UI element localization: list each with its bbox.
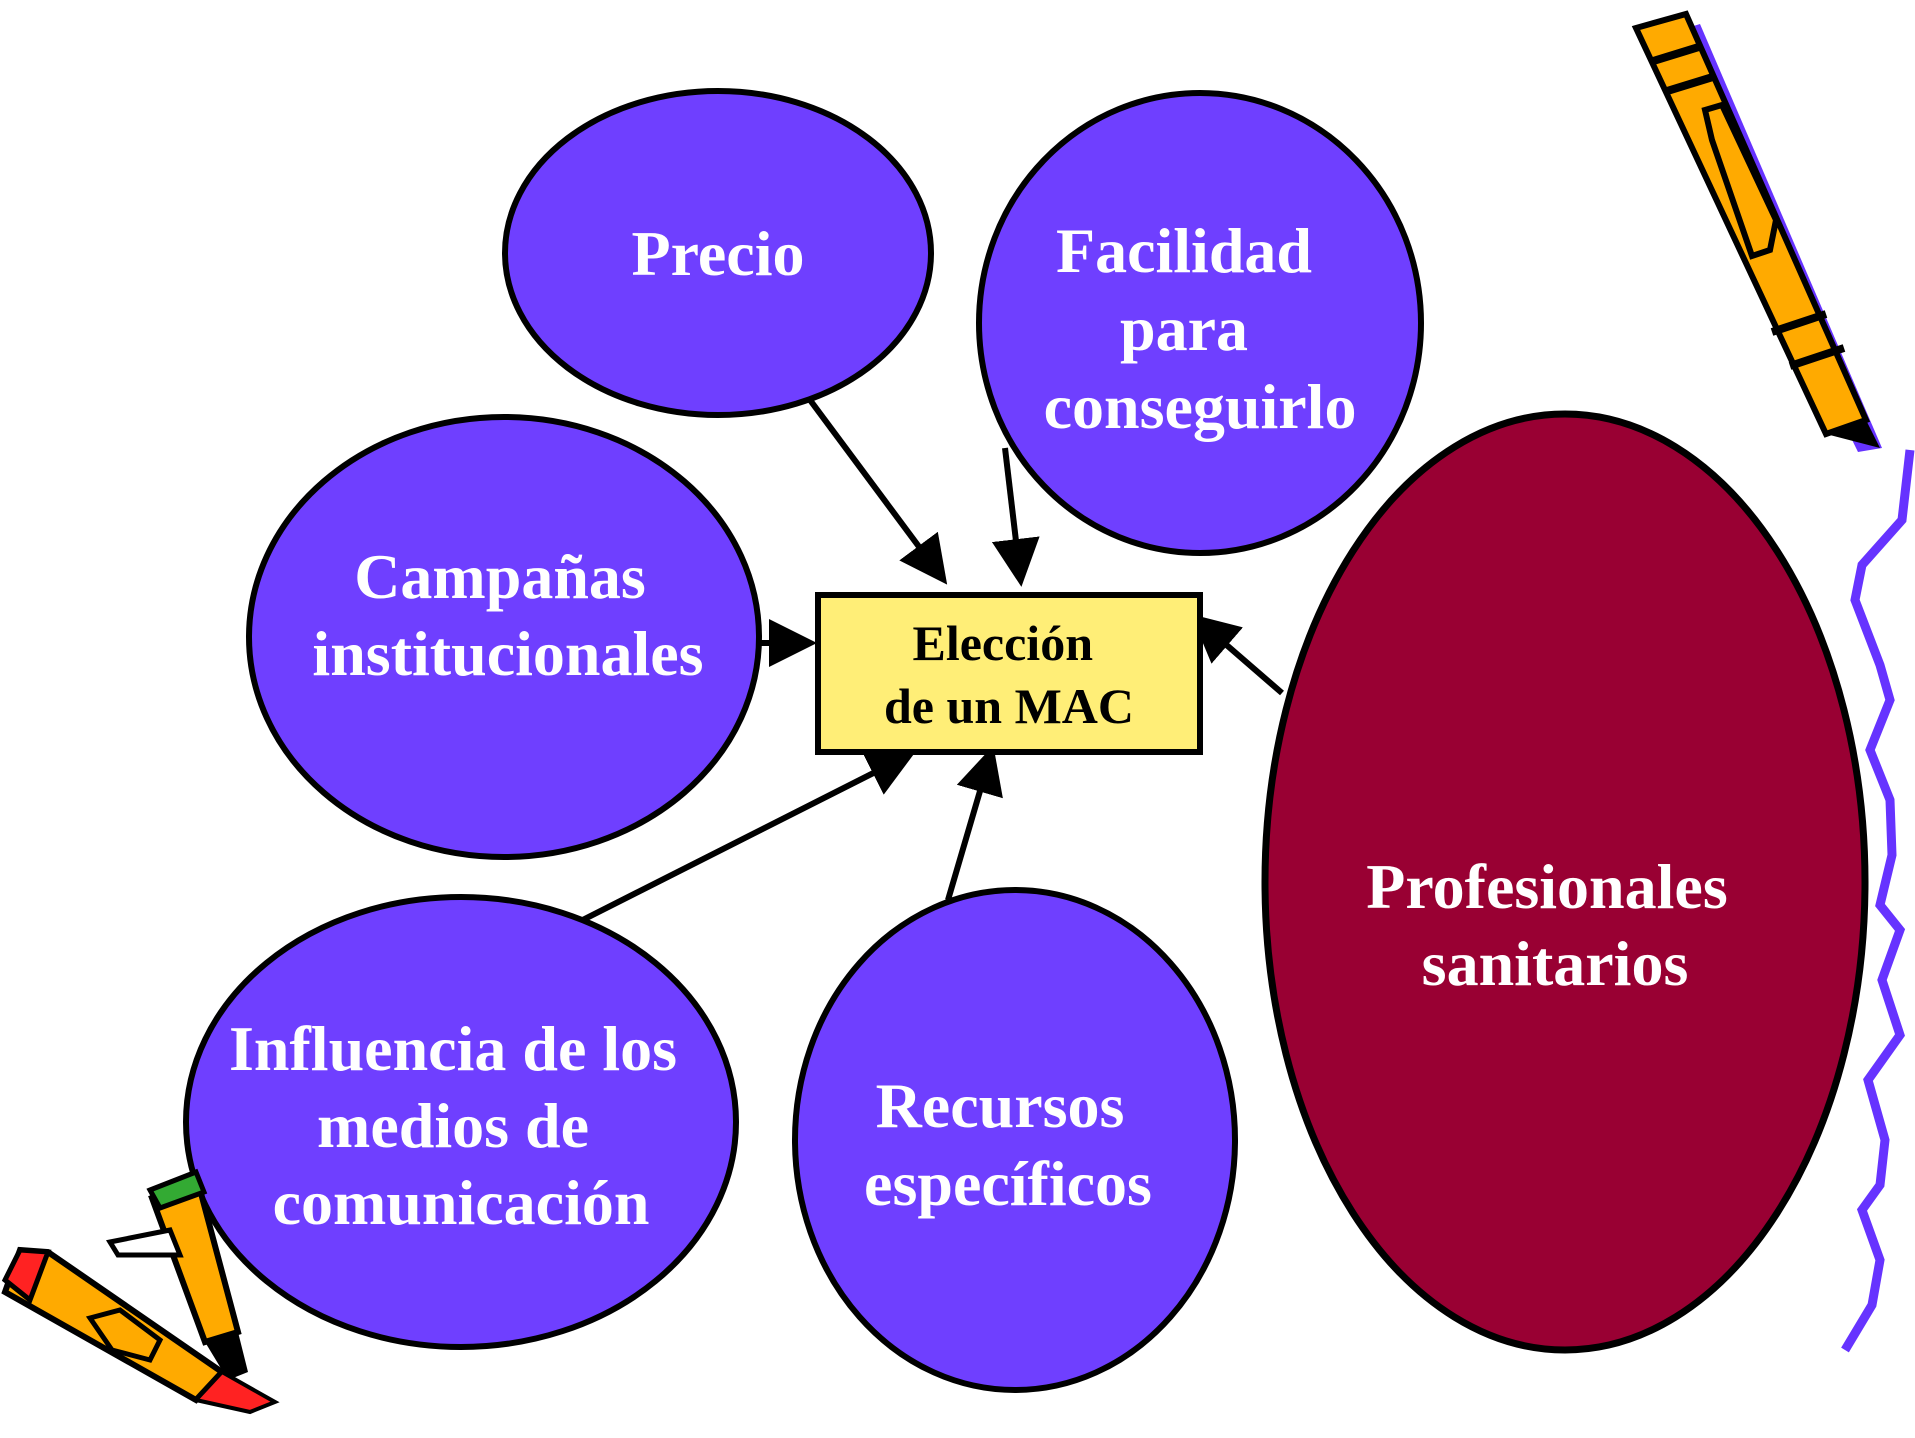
arrow-precio [807, 398, 948, 585]
bubble-precio-shape [502, 88, 934, 418]
bubble-facilidad-line-1: Facilidad [1056, 215, 1312, 286]
crayon-front-emblem [85, 1307, 164, 1363]
bubble-facilidad: Facilidad para conseguirlo [976, 90, 1424, 556]
bubble-influencia: Influencia de los medios de comunicación [183, 894, 739, 1350]
arrow-profesionales [1190, 614, 1284, 696]
central-box: Elección de un MAC [815, 592, 1203, 755]
bubble-influencia-shape [183, 894, 739, 1350]
svg-text:Recursos específicos: Recursos específicos [864, 1070, 1152, 1219]
arrow-recursos [945, 745, 1003, 901]
bubble-campanas: Campañas institucionales [246, 414, 762, 860]
arrow-influencia [551, 751, 916, 938]
bubble-campanas-line-1: Campañas [354, 541, 646, 612]
bubble-influencia-line-3: comunicación [273, 1167, 650, 1238]
pencil-tip [1826, 420, 1880, 448]
bubble-influencia-line-1: Influencia de los [229, 1013, 677, 1084]
bubble-profesionales-line-1: Profesionales [1366, 851, 1727, 922]
pencil-icon [1631, 10, 1882, 452]
bubble-recursos: Recursos específicos [792, 887, 1238, 1393]
bubble-campanas-line-2: institucionales [312, 618, 703, 689]
svg-text:Campañas institucionales: Campañas institucionales [312, 541, 703, 689]
arrow-facilidad [991, 447, 1040, 587]
bubble-recursos-line-1: Recursos [876, 1070, 1125, 1141]
bubble-profesionales-shape [1261, 410, 1869, 1354]
central-box-shape [815, 592, 1203, 755]
bubble-precio: Precio [502, 88, 934, 418]
svg-text:Elección de un MAC: Elección de un MAC [884, 615, 1134, 734]
crayon-front-cap [1, 1247, 52, 1305]
pencil-emblem [1701, 101, 1780, 260]
crayons-icon [1, 1168, 280, 1415]
bubble-campanas-shape [246, 414, 762, 860]
bubble-profesionales: Profesionales sanitarios [1261, 410, 1869, 1354]
pencil-body [1631, 10, 1871, 438]
svg-text:Influencia de los medios: Influencia de los medios de comunicación [229, 1013, 693, 1238]
bubble-recursos-line-2: específicos [864, 1148, 1152, 1219]
svg-text:Facilidad para con: Facilidad para conseguirlo [1044, 215, 1357, 442]
bubble-facilidad-line-3: conseguirlo [1044, 371, 1357, 442]
bubble-influencia-line-2: medios de [317, 1090, 589, 1161]
bubble-profesionales-line-2: sanitarios [1422, 928, 1689, 999]
bubble-facilidad-shape [976, 90, 1424, 556]
crayon-back-cap [146, 1168, 208, 1212]
svg-text:Profesionales sanitarios: Profesionales sanitarios [1366, 851, 1743, 999]
bubble-precio-label: Precio [632, 218, 805, 289]
connectors [551, 398, 1284, 938]
bubble-recursos-shape [792, 887, 1238, 1393]
central-box-line-2: de un MAC [884, 678, 1134, 734]
central-box-line-1: Elección [912, 615, 1093, 671]
wavy-line [1841, 449, 1915, 1353]
svg-text:Precio: Precio [632, 218, 805, 289]
bubble-facilidad-line-2: para [1120, 293, 1248, 364]
